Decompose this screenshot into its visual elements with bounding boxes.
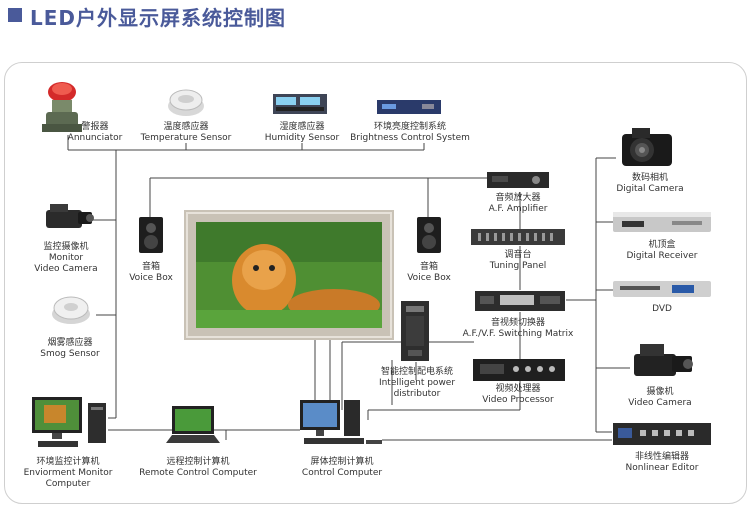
smog-sensor-icon <box>52 296 90 324</box>
amplifier-icon <box>487 172 549 188</box>
video-processor-icon <box>473 359 565 381</box>
temperature-sensor-icon <box>168 89 204 116</box>
page-title: LED户外显示屏系统控制图 <box>30 6 287 30</box>
digital-receiver-icon <box>613 212 711 232</box>
power-distributor-icon <box>401 301 429 361</box>
voice-box-left-icon <box>139 217 163 253</box>
humidity-sensor-icon <box>273 94 327 114</box>
annunciator-icon <box>42 82 82 132</box>
title-marker <box>8 8 22 22</box>
nonlinear-editor-icon <box>613 423 711 445</box>
dvd-player-icon <box>613 281 711 297</box>
tuning-panel-icon <box>471 229 565 245</box>
control-computer-icon <box>300 400 382 444</box>
switching-matrix-icon <box>475 291 565 311</box>
remote-control-computer-icon <box>166 406 220 443</box>
brightness-control-icon <box>377 100 441 114</box>
led-screen <box>184 210 394 340</box>
video-camera-icon <box>634 344 693 376</box>
dvd-label: DVD <box>652 304 672 314</box>
environment-monitor-computer-icon <box>32 397 106 447</box>
digital-camera-icon <box>622 128 672 166</box>
voice-box-right-icon <box>417 217 441 253</box>
monitor-camera-icon <box>46 204 94 228</box>
